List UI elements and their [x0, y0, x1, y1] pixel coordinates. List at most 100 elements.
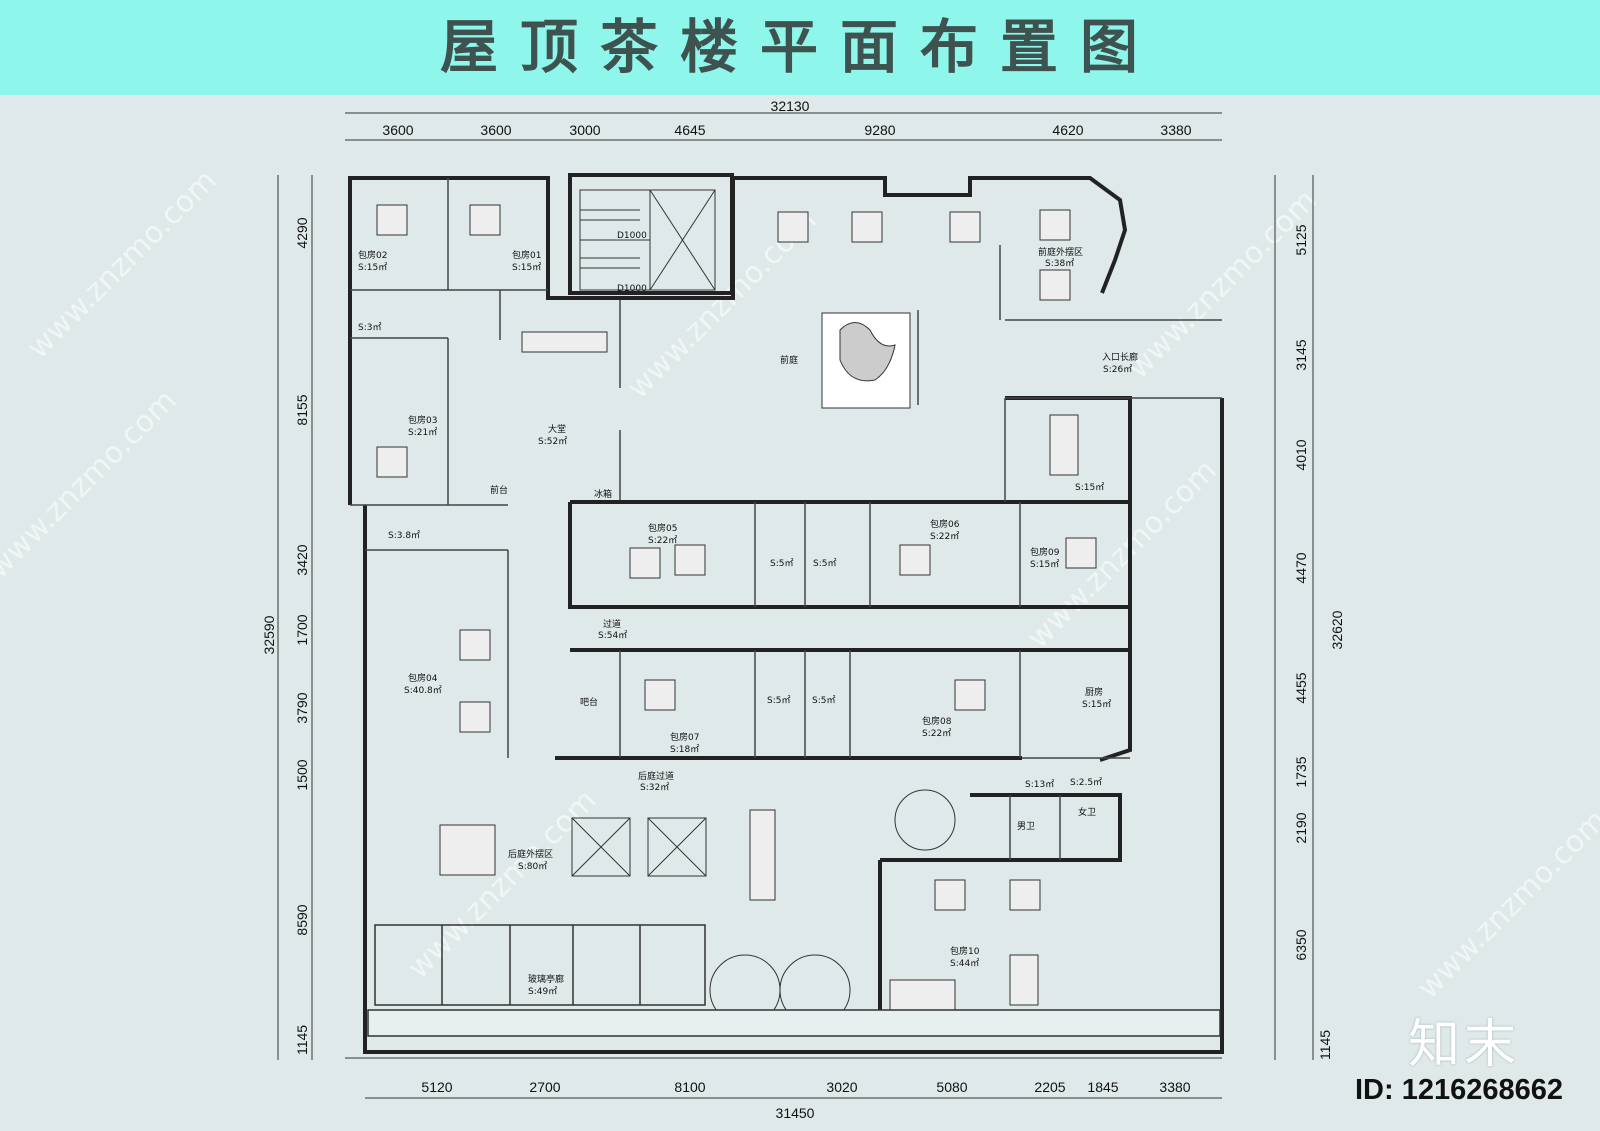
room-name: 包房01 [512, 249, 541, 261]
room-name: 包房08 [922, 715, 952, 727]
room-area: S:44㎡ [950, 958, 979, 969]
dim-bottom: 2700 [529, 1079, 560, 1095]
room-area: S:15㎡ [1030, 559, 1059, 570]
dimension-labels: 32130 3600 3600 3000 4645 9280 4620 3380… [261, 98, 1345, 1121]
dim-right: 4455 [1293, 672, 1309, 703]
room-area: S:5㎡ [767, 695, 790, 706]
room-area: S:21㎡ [408, 427, 437, 438]
dim-left: 3790 [294, 692, 310, 723]
room-area: S:15㎡ [1082, 699, 1111, 710]
dim-left: 1700 [294, 614, 310, 645]
room-name: 大堂 [548, 423, 566, 435]
dim-top: 4645 [674, 122, 705, 138]
dim-right: 6350 [1293, 929, 1309, 960]
room-name: 包房04 [408, 672, 438, 684]
furniture [376, 204, 1097, 1026]
room-name: 后庭过道 [638, 770, 674, 782]
room-area: S:15㎡ [1075, 482, 1104, 493]
stair-block [579, 189, 716, 291]
room-name: 入口长廊 [1102, 351, 1138, 363]
room-name: 包房10 [950, 945, 980, 957]
dim-bottom: 2205 [1034, 1079, 1065, 1095]
room-area: S:18㎡ [670, 744, 699, 755]
watermark: www.znzmo.com [0, 383, 184, 586]
room-area: S:15㎡ [512, 262, 541, 273]
dim-right: 1735 [1293, 756, 1309, 787]
room-area: S:22㎡ [930, 531, 959, 542]
room-area: S:5㎡ [813, 558, 836, 569]
floor-plan: www.znzmo.com www.znzmo.com www.znzmo.co… [0, 98, 1600, 1121]
room-name: 包房05 [648, 522, 677, 534]
dim-left: 8155 [294, 394, 310, 425]
room-area: S:5㎡ [770, 558, 793, 569]
door-label: D1000 [617, 284, 647, 294]
rockery [821, 312, 911, 409]
room-name: 包房07 [670, 731, 699, 743]
room-area: S:40.8㎡ [404, 685, 442, 696]
room-area: S:49㎡ [528, 986, 557, 997]
dim-right: 1145 [1317, 1030, 1333, 1060]
room-name: 前庭外摆区 [1038, 246, 1083, 258]
room-area: S:54㎡ [598, 630, 627, 641]
dim-left: 4290 [294, 217, 310, 248]
dim-bottom: 5120 [421, 1079, 452, 1095]
glass-pavilion [367, 924, 1221, 1037]
room-name: 前庭 [780, 354, 798, 366]
dim-left: 1145 [294, 1025, 310, 1055]
room-area: S:15㎡ [358, 262, 387, 273]
dim-bottom: 8100 [674, 1079, 705, 1095]
room-name: 过道 [603, 618, 621, 630]
dim-left: 8590 [294, 904, 310, 935]
room-area: S:13㎡ [1025, 779, 1054, 790]
room-name: 包房06 [930, 518, 960, 530]
dim-left: 3420 [294, 544, 310, 575]
room-name: 厨房 [1085, 686, 1103, 698]
room-label: 吧台 [580, 696, 598, 708]
watermark: www.znzmo.com [21, 163, 224, 366]
dim-right: 2190 [1293, 812, 1309, 843]
room-label: 女卫 [1078, 806, 1096, 818]
dim-right: 4010 [1293, 439, 1309, 470]
dim-bottom: 1845 [1087, 1079, 1118, 1095]
dim-bottom: 5080 [936, 1079, 967, 1095]
dimension-lines [277, 112, 1314, 1099]
room-area: S:26㎡ [1103, 364, 1132, 375]
dim-bottom-total: 31450 [776, 1105, 815, 1121]
pavilions [571, 789, 956, 1026]
room-name: 包房02 [358, 249, 387, 261]
dim-bottom: 3380 [1159, 1079, 1190, 1095]
room-label: 冰箱 [594, 488, 612, 500]
dim-right: 3145 [1293, 339, 1309, 370]
room-area: S:22㎡ [648, 535, 677, 546]
watermark: www.znzmo.com [1411, 803, 1600, 1006]
door-label: D1000 [617, 231, 647, 241]
room-label: 男卫 [1017, 821, 1035, 832]
dim-top: 3380 [1160, 122, 1191, 138]
room-area: S:22㎡ [922, 728, 951, 739]
room-name: 后庭外摆区 [508, 848, 553, 860]
page-title: 屋顶茶楼平面布置图 [439, 13, 1160, 81]
room-area: S:80㎡ [518, 861, 547, 872]
dim-top: 4620 [1052, 122, 1083, 138]
dim-top: 3000 [569, 122, 600, 138]
dim-top: 3600 [480, 122, 511, 138]
walls [348, 173, 1224, 1054]
dim-right-total: 32620 [1329, 610, 1345, 649]
room-area: S:2.5㎡ [1070, 777, 1102, 788]
room-name: 包房03 [408, 414, 437, 426]
dim-bottom: 3020 [826, 1079, 857, 1095]
room-labels: 包房02 S:15㎡ 包房01 S:15㎡ D1000 D1000 前庭外摆区 … [358, 231, 1138, 997]
asset-id: ID: 1216268662 [1355, 1074, 1563, 1106]
dim-top: 3600 [382, 122, 413, 138]
dim-left: 1500 [294, 759, 310, 790]
dim-top: 9280 [864, 122, 895, 138]
room-name: 包房09 [1030, 546, 1060, 558]
room-area: S:38㎡ [1045, 258, 1074, 269]
interior-partitions [350, 178, 1222, 860]
room-area: S:5㎡ [812, 695, 835, 706]
dim-left-total: 32590 [261, 615, 277, 654]
room-name: 玻璃亭廊 [528, 973, 564, 985]
room-area: S:52㎡ [538, 436, 567, 447]
room-area: S:32㎡ [640, 782, 669, 793]
dim-right: 5125 [1293, 224, 1309, 255]
